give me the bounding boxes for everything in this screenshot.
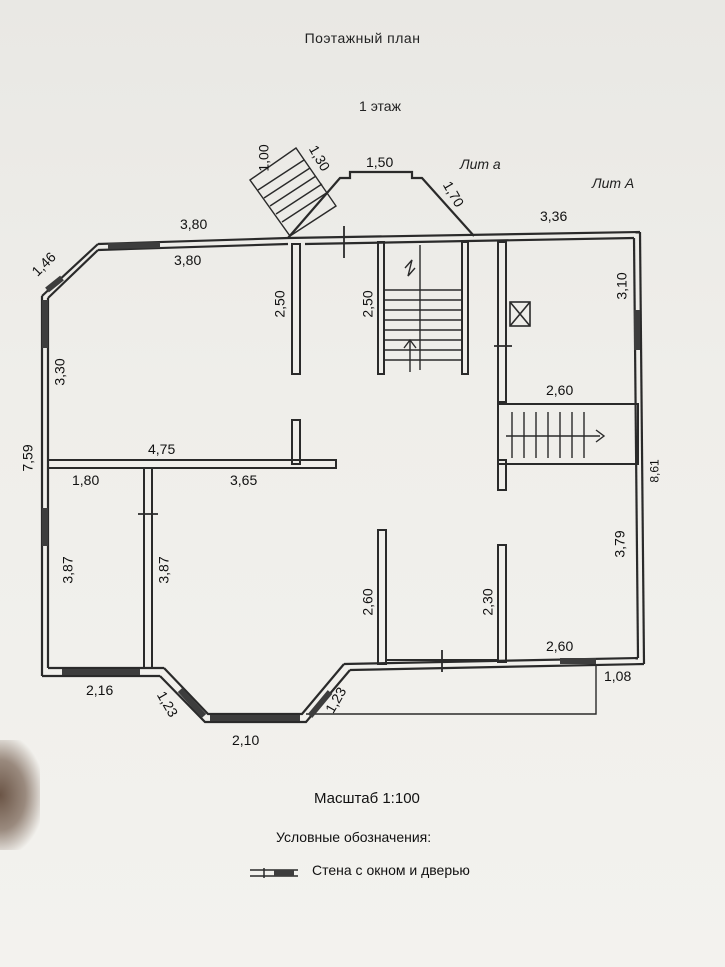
dim-left-lower-inner: 3,87 bbox=[155, 556, 172, 584]
partition-e bbox=[497, 544, 507, 663]
bay-top bbox=[287, 170, 475, 239]
dim-left-total: 7,59 bbox=[19, 444, 36, 472]
dim-stair-landing: 2,60 bbox=[546, 382, 574, 398]
external-stair bbox=[249, 147, 337, 237]
dim-top-left-outer: 3,80 bbox=[180, 216, 208, 232]
dim-bottom-left: 2,16 bbox=[86, 682, 114, 698]
window-top-left bbox=[107, 242, 161, 249]
window-corner-tl bbox=[45, 275, 64, 293]
legend-title: Условные обозначения: bbox=[276, 829, 432, 845]
dim-stair-out-1: 1,00 bbox=[255, 144, 272, 172]
legend-label: Стена с окном и дверью bbox=[312, 862, 470, 878]
dim-lower-partition-a: 2,60 bbox=[359, 588, 376, 616]
dim-left-lower: 3,87 bbox=[59, 556, 76, 584]
dim-bay-top: 1,50 bbox=[366, 154, 394, 170]
stairwell-left bbox=[377, 241, 385, 375]
dim-right-total: 8,61 bbox=[647, 459, 662, 483]
dim-bottom-right-step: 1,08 bbox=[604, 668, 632, 684]
dim-lower-partition-b: 2,30 bbox=[479, 588, 496, 616]
dim-right-lower: 3,79 bbox=[611, 530, 628, 558]
partition-left-room bbox=[143, 467, 153, 669]
partition-b bbox=[497, 241, 507, 403]
legend-item: Стена с окном и дверью bbox=[250, 860, 610, 884]
floor-label: 1 этаж bbox=[359, 98, 401, 114]
finger-shadow bbox=[0, 740, 40, 850]
stair-lower-frame bbox=[497, 403, 639, 465]
wall-middle bbox=[47, 459, 337, 469]
partition-c bbox=[291, 419, 301, 465]
dim-top-right-outer: 3,36 bbox=[540, 208, 568, 224]
lit-a-label: Лит А bbox=[592, 175, 635, 191]
dim-left-upper: 3,30 bbox=[51, 358, 68, 386]
extension-line bbox=[306, 664, 597, 715]
dim-partition-250-a: 2,50 bbox=[271, 290, 288, 318]
window-bay-left bbox=[177, 687, 207, 719]
partition-d bbox=[377, 529, 387, 665]
dim-partition-250-b: 2,50 bbox=[359, 290, 376, 318]
scale-label: Масштаб 1:100 bbox=[314, 790, 420, 807]
dim-bay-bottom: 2,10 bbox=[232, 732, 260, 748]
dim-mid-wall: 4,75 bbox=[148, 441, 176, 457]
dim-left-room-w: 1,80 bbox=[72, 472, 100, 488]
partition-f bbox=[497, 459, 507, 491]
wall-bottom-right bbox=[349, 662, 645, 672]
partition-a bbox=[291, 243, 301, 375]
wall-window-door-icon bbox=[250, 868, 298, 878]
page-title: Поэтажный план bbox=[304, 30, 421, 46]
dim-mid-room-w: 3,65 bbox=[230, 472, 258, 488]
window-bay-right bbox=[307, 690, 333, 718]
vent-box bbox=[509, 301, 531, 327]
dim-bottom-right-win: 2,60 bbox=[546, 638, 574, 654]
lit-a-small-label: Лит а bbox=[460, 156, 501, 172]
dim-top-left-inner: 3,80 bbox=[174, 252, 202, 268]
stairwell-right bbox=[461, 241, 469, 375]
wall-top-middle bbox=[287, 230, 641, 240]
wall-right bbox=[638, 231, 646, 665]
dim-right-upper: 3,10 bbox=[613, 272, 630, 300]
